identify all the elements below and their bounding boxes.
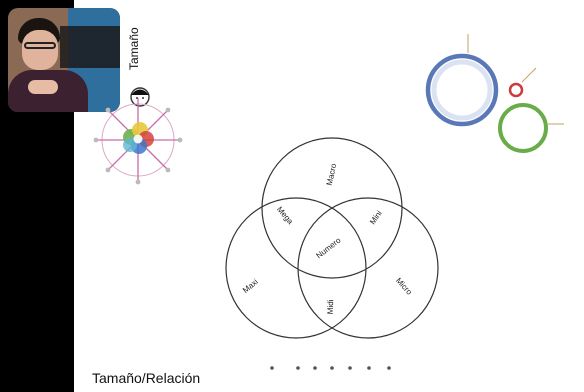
size-circles-group bbox=[428, 34, 564, 151]
venn-label-bottom: Midi bbox=[326, 299, 336, 314]
venn-label-center: Numero bbox=[314, 235, 342, 260]
venn-label-top-left: Mega bbox=[275, 205, 295, 227]
medium-green-circle bbox=[500, 105, 546, 151]
face-icon bbox=[131, 88, 149, 106]
page-dot[interactable] bbox=[367, 366, 371, 370]
page-dot[interactable] bbox=[313, 366, 317, 370]
venn-diagram: Macro Mega Mini Numero Maxi Micro Midi bbox=[226, 138, 438, 338]
page-dot[interactable] bbox=[330, 366, 334, 370]
venn-label-top: Macro bbox=[325, 162, 339, 186]
page-dot[interactable] bbox=[348, 366, 352, 370]
color-wheel-diagram bbox=[94, 98, 183, 184]
venn-label-top-right: Mini bbox=[368, 209, 384, 226]
slide-footer-label: Tamaño/Relación bbox=[92, 370, 200, 386]
page-dot[interactable] bbox=[387, 366, 391, 370]
pagination-dots bbox=[270, 366, 391, 370]
venn-label-right: Micro bbox=[394, 276, 414, 297]
small-red-circle bbox=[510, 84, 522, 96]
large-blue-circle bbox=[428, 56, 496, 124]
page-dot[interactable] bbox=[270, 366, 274, 370]
venn-label-left: Maxi bbox=[241, 277, 260, 295]
page-dot[interactable] bbox=[296, 366, 300, 370]
